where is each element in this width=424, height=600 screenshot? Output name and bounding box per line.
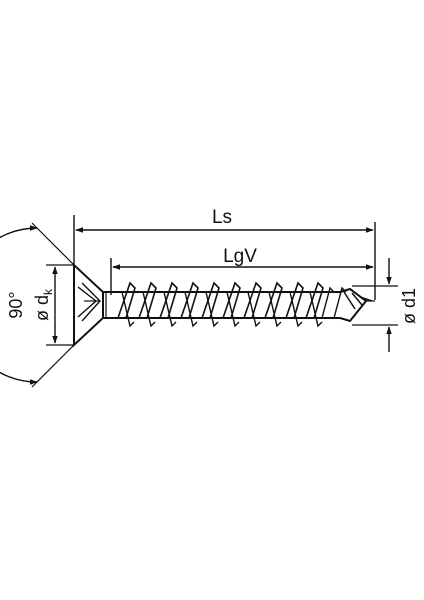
thread-root — [205, 291, 219, 328]
thread-diameter-dimension: ø d1 — [352, 258, 419, 352]
thread-root — [309, 291, 323, 328]
thread-root — [247, 291, 261, 328]
overall-length-dimension: Ls — [73, 207, 376, 345]
screw-head — [73, 262, 104, 348]
thread-root — [163, 291, 177, 328]
screw-shank — [103, 291, 340, 319]
overall-length-label: Ls — [212, 207, 232, 228]
thread-length-label: LgV — [223, 246, 257, 267]
thread-root — [268, 291, 282, 328]
thread-root — [226, 291, 240, 328]
thread-crest — [321, 286, 335, 319]
thread-length-dimension: LgV — [110, 246, 374, 295]
head-angle-dimension: 90° — [0, 222, 75, 388]
thread-root — [121, 291, 135, 328]
head-angle-label: 90° — [6, 291, 26, 318]
screw-threads — [117, 281, 347, 328]
head-diameter-dimension: ø dk — [32, 264, 74, 346]
screw-tip — [339, 287, 375, 323]
thread-diameter-label: ø d1 — [399, 288, 419, 324]
thread-root — [289, 291, 303, 328]
thread-root — [142, 291, 156, 328]
head-diameter-label: ø dk — [32, 288, 55, 321]
thread-root — [184, 291, 198, 328]
